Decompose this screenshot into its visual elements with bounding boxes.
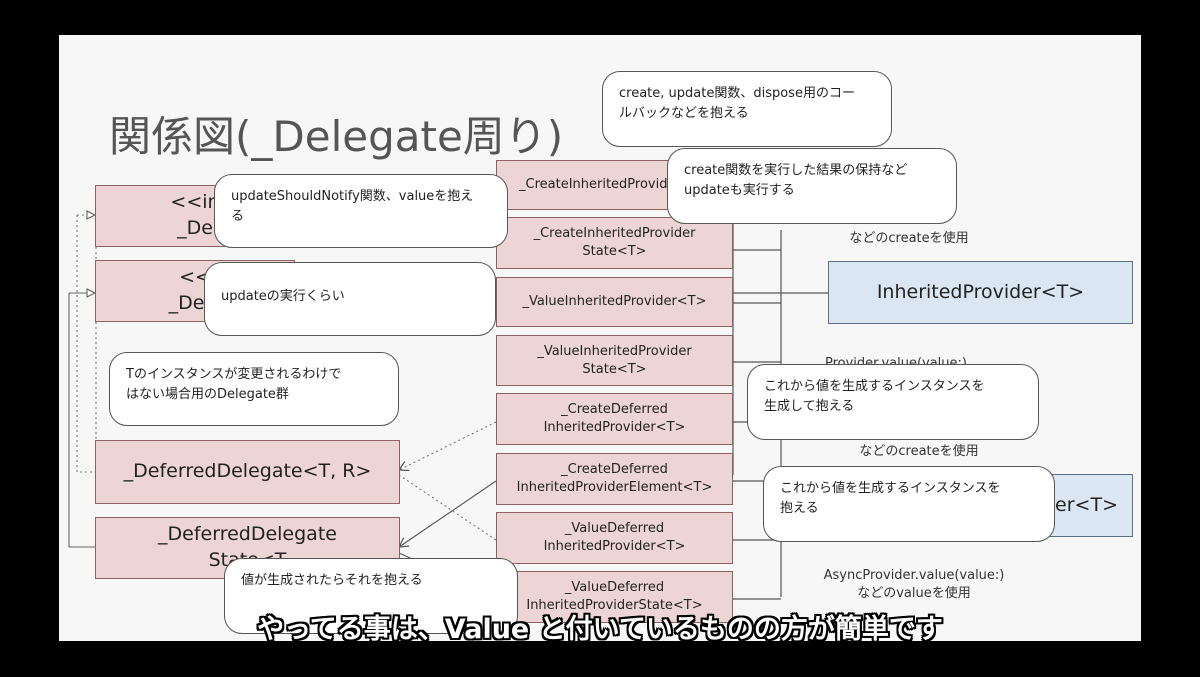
callout-update-should-notify: updateShouldNotify関数、valueを抱え る bbox=[214, 174, 508, 248]
value-inherited-provider-box: _ValueInheritedProvider<T> bbox=[496, 277, 733, 327]
note-create-usage-2: などのcreateを使用 bbox=[859, 444, 979, 459]
callout-hold-value: 値が生成されたらそれを抱える bbox=[224, 558, 518, 634]
create-inherited-provider-state-box: _CreateInheritedProvider State<T> bbox=[496, 217, 733, 269]
callout-create-update-dispose: create, update関数、dispose用のコー ルバックなどを抱える bbox=[602, 71, 892, 147]
create-deferred-inherited-provider-box: _CreateDeferred InheritedProvider<T> bbox=[496, 393, 733, 445]
slide: 関係図(_Delegate周り) <<in _De << _Dele _Defe… bbox=[59, 35, 1141, 641]
note-async-provider-value: AsyncProvider.value(value:) などのvalueを使用 bbox=[823, 568, 1005, 601]
callout-create-instance-generate: これから値を生成するインスタンスを 生成して抱える bbox=[747, 364, 1039, 440]
subtitle-caption: やってる事は、Value と付いているものの方が簡単です bbox=[257, 614, 943, 645]
inherited-provider-box: InheritedProvider<T> bbox=[828, 261, 1133, 324]
callout-hold-instance: これから値を生成するインスタンスを 抱える bbox=[763, 466, 1055, 542]
callout-t-instance-unchanged: Tのインスタンスが変更されるわけで はない場合用のDelegate群 bbox=[109, 352, 399, 426]
note-create-usage-1: などのcreateを使用 bbox=[849, 231, 969, 246]
callout-update-execution: updateの実行くらい bbox=[204, 262, 496, 336]
deferred-delegate-box: _DeferredDelegate<T, R> bbox=[95, 440, 400, 504]
value-deferred-inherited-provider-box: _ValueDeferred InheritedProvider<T> bbox=[496, 512, 733, 564]
page-title: 関係図(_Delegate周り) bbox=[109, 112, 564, 161]
value-deferred-inherited-provider-state-box: _ValueDeferred InheritedProviderState<T> bbox=[496, 571, 733, 623]
callout-create-result-holding: create関数を実行した結果の保持など updateも実行する bbox=[667, 148, 957, 224]
create-deferred-inherited-provider-element-box: _CreateDeferred InheritedProviderElement… bbox=[496, 453, 733, 505]
value-inherited-provider-state-box: _ValueInheritedProvider State<T> bbox=[496, 335, 733, 386]
